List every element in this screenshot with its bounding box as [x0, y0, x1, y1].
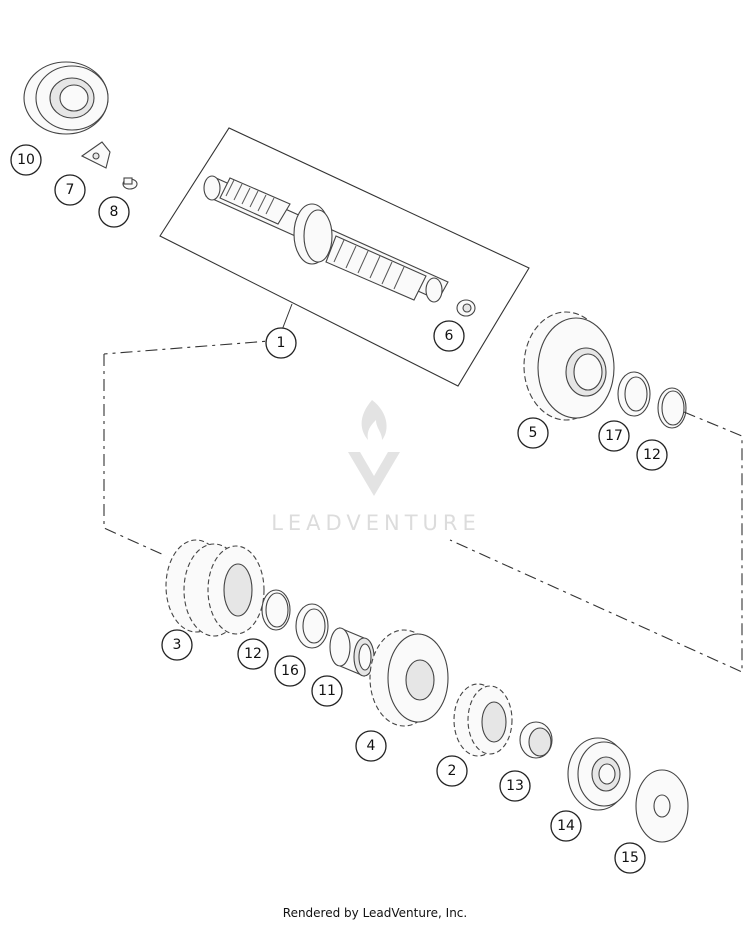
- svg-text:8: 8: [110, 204, 119, 220]
- bearing-10: [23, 61, 109, 135]
- watermark-logo: LEADVENTURE: [271, 400, 481, 535]
- svg-text:1: 1: [277, 335, 286, 351]
- callout-15: 15: [614, 842, 646, 874]
- callout-12-left: 12: [237, 638, 269, 670]
- shim-15: [635, 769, 689, 843]
- callout-16: 16: [274, 655, 306, 687]
- washer-16: [295, 603, 329, 649]
- svg-text:10: 10: [17, 152, 35, 168]
- watermark-text: LEADVENTURE: [271, 511, 481, 535]
- bushing-13: [519, 721, 553, 759]
- callout-14: 14: [550, 810, 582, 842]
- callout-10: 10: [10, 144, 42, 176]
- svg-text:7: 7: [66, 182, 75, 198]
- callout-7: 7: [54, 174, 86, 206]
- svg-text:12: 12: [244, 646, 262, 662]
- callout-17: 17: [598, 420, 630, 452]
- circlip-12-right: [657, 387, 687, 429]
- svg-text:11: 11: [318, 683, 336, 699]
- alignment-line: [103, 339, 743, 673]
- nut-6: [456, 299, 476, 317]
- shaft-assembly-frame: [159, 127, 530, 387]
- svg-text:12: 12: [643, 447, 661, 463]
- screw-8: [122, 177, 138, 190]
- svg-text:17: 17: [605, 428, 623, 444]
- callout-6: 6: [433, 320, 465, 352]
- main-shaft-1: [203, 175, 449, 303]
- needle-bearing-11: [329, 627, 375, 677]
- callout-3: 3: [161, 629, 193, 661]
- svg-text:15: 15: [621, 850, 639, 866]
- footer-credit: Rendered by LeadVenture, Inc.: [282, 906, 468, 920]
- washer-17: [617, 371, 651, 417]
- svg-text:13: 13: [506, 778, 524, 794]
- callout-13: 13: [499, 770, 531, 802]
- gear-4: [369, 629, 449, 727]
- svg-text:14: 14: [557, 818, 575, 834]
- svg-text:3: 3: [173, 637, 182, 653]
- svg-text:5: 5: [529, 425, 538, 441]
- callout-12-right: 12: [636, 439, 668, 471]
- circlip-12-left: [261, 589, 291, 631]
- callout-8: 8: [98, 196, 130, 228]
- gear-2: [453, 683, 513, 757]
- gear-5: [523, 311, 615, 421]
- callout-11: 11: [311, 675, 343, 707]
- bearing-14: [567, 737, 631, 811]
- callout-2: 2: [436, 755, 468, 787]
- callout-4: 4: [355, 730, 387, 762]
- gear-3: [165, 539, 265, 637]
- callout-5: 5: [517, 417, 549, 449]
- callout-1: 1: [265, 327, 297, 359]
- svg-text:4: 4: [367, 738, 376, 754]
- svg-text:6: 6: [445, 328, 454, 344]
- svg-text:16: 16: [281, 663, 299, 679]
- svg-text:2: 2: [448, 763, 457, 779]
